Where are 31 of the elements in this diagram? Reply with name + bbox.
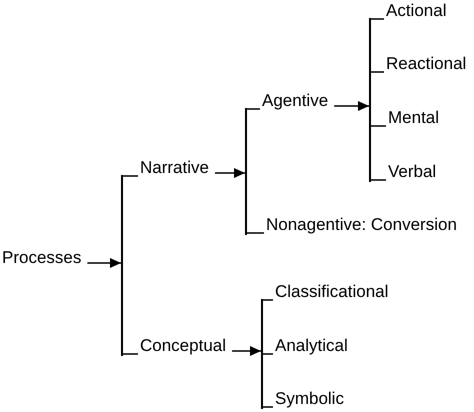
bracket-line (245, 108, 247, 235)
bracket-line (369, 18, 371, 182)
arrow (87, 258, 121, 268)
node-label: Agentive (260, 92, 334, 110)
node-label: Mental (386, 109, 446, 127)
connector-line (263, 299, 273, 301)
connector-line (371, 179, 386, 181)
node-label: Narrative (138, 159, 215, 177)
node-label: Conceptual (138, 337, 232, 355)
connector-line (371, 18, 384, 20)
node-label: Symbolic (273, 390, 350, 408)
connector-line (371, 71, 384, 73)
node-label: Nonagentive: Conversion (264, 216, 463, 234)
node-label: Verbal (386, 163, 442, 181)
node-label: Processes (0, 249, 88, 267)
node-label: Classificational (273, 283, 394, 301)
connector-line (123, 353, 138, 355)
arrow (334, 101, 369, 111)
connector-line (247, 232, 264, 234)
connector-line (263, 406, 273, 408)
connector-line (123, 175, 138, 177)
bracket-line (261, 299, 263, 409)
node-label: Actional (384, 2, 452, 20)
connector-line (247, 108, 260, 110)
arrow (232, 346, 261, 356)
connector-line (263, 353, 273, 355)
arrow (214, 168, 245, 178)
connector-line (371, 125, 386, 127)
node-label: Reactional (384, 55, 472, 73)
bracket-line (121, 175, 123, 356)
node-label: Analytical (273, 337, 354, 355)
